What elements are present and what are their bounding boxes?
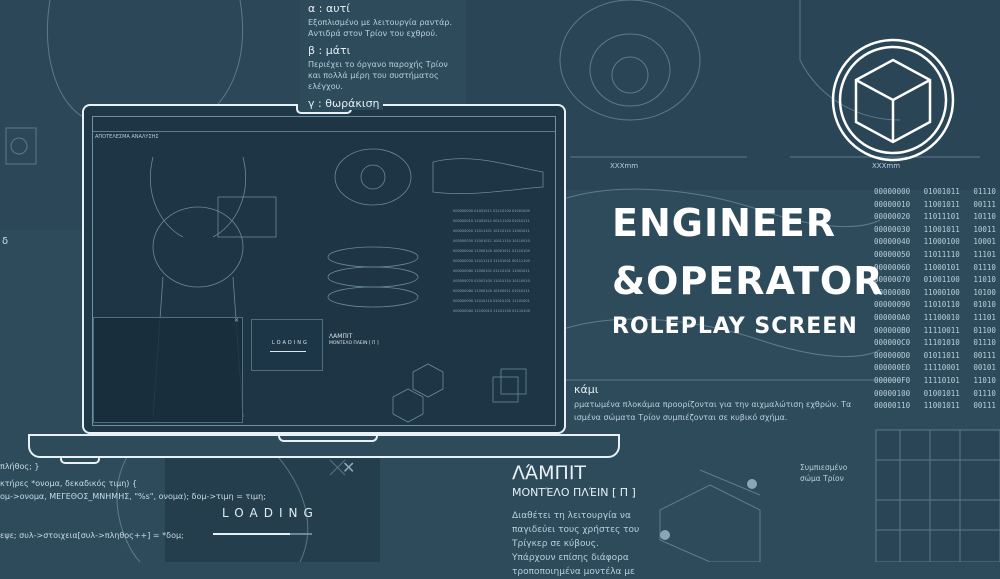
svg-text:000000020 11011101 10110110 11: 000000020 11011101 10110110 11001011 [453,229,530,233]
hex-row: 00000080 11000100 10100 [874,287,996,297]
close-icon[interactable]: ✕ [342,458,356,477]
screen-model-name: ΛΑΜΠΙΤ [329,333,353,340]
hero-line-operator: &OPERATOR [612,259,884,303]
laptop-screen: ΑΠΟΤΕΛΕΣΜΑ ΑΝΑΛΥΣΗΣ 000000000 01001011 0… [82,104,566,434]
hex-row: 00000100 01001011 01110 [874,388,996,398]
hero-title: ENGINEER &OPERATOR ROLEPLAY SCREEN [612,200,883,339]
screen-loading-label: LOADING [272,340,309,346]
code-line: κτήρες *ονομα, δεκαδικός τιμη) { [0,479,138,488]
note-line: Περιέχει το όργανο παροχής Τρίον [308,60,448,69]
model-subtitle: ΜΟΝΤΈΛΟ ΠΛΈΙΝ [ Π ] [512,486,636,499]
hex-row: 00000020 11011101 10110 [874,212,996,222]
hex-row: 000000E0 11110001 00101 [874,363,996,373]
loading-progress-bar [213,533,312,535]
code-line: ομ->ονομα, ΜΕΓΕΘΟΣ_ΜΝΗΜΗΣ, "%s", ονομα);… [0,492,266,501]
note-line: Συμπιεσμένο [800,463,848,472]
svg-text:000000070 01001100 11010110 10: 000000070 01001100 11010110 10110010 [453,279,530,283]
laptop-foot [60,456,100,464]
side-letter: δ [2,236,9,247]
tentacle-note: κάμι ρματωμένα πλοκάμια προορίζονται για… [574,383,851,424]
note-armor-title: γ : θωράκιση [308,97,383,110]
hex-row: 00000070 01001100 11010 [874,275,996,285]
code-line: πλήθος; } [0,462,40,471]
hex-row: 00000040 11000100 10001 [874,237,996,247]
hex-row: 000000F0 11110101 11010 [874,375,996,385]
svg-text:000000000 01001011 01110100 01: 000000000 01001011 01110100 01001000 [453,209,530,213]
note-line: Υπάρχουν επίσης διάφορα [512,553,629,563]
laptop-trackpad-notch [278,434,378,442]
close-icon[interactable]: ✕ [233,317,239,324]
hex-row: 000000B0 11110011 01100 [874,325,996,335]
note-line: σώμα Τρίον [800,474,844,483]
screen-code-window: ✕ [93,317,243,423]
note-eye-title: β : μάτι [308,44,351,57]
code-line: εψε; συλ->στοιχεια[συλ->πληθος++] = *δομ… [0,531,184,540]
screen-content: ΑΠΟΤΕΛΕΣΜΑ ΑΝΑΛΥΣΗΣ 000000000 01001011 0… [92,116,556,426]
note-line: και πολλά μέρη του συστήματος [308,71,439,80]
note-line: ρματωμένα πλοκάμια προορίζονται για την … [574,400,852,409]
svg-text:000000050 11011110 11101001 00: 000000050 11011110 11101001 00111100 [453,259,530,263]
hero-subtitle: ROLEPLAY SCREEN [612,314,858,339]
screen-model-sub: ΜΟΝΤΕΛΟ ΠΛΕΙΝ [ Π ] [329,341,379,346]
dimension-label-2: XXXmm [872,162,901,170]
model-info: ΛΆΜΠΙΤ ΜΟΝΤΈΛΟ ΠΛΈΙΝ [ Π ] Διαθέτει τη λ… [512,462,662,579]
note-line: Εξοπλισμένο με λειτουργία ραντάρ. [308,18,452,27]
grid-panel [876,430,1000,562]
svg-text:0000000A0 11100010 11101100 01: 0000000A0 11100010 11101100 01110100 [453,309,530,313]
note-line: τροποποιημένα μοντέλα με [512,567,635,577]
svg-text:000000080 11000100 10100011 01: 000000080 11000100 10100011 01010111 [453,289,530,293]
loading-panel-bg [165,455,380,562]
part-notes: α : αυτί Εξοπλισμένο με λειτουργία ραντά… [308,2,468,111]
hex-row: 00000060 11000101 01110 [874,262,996,272]
code-snippet: πλήθος; } κτήρες *ονομα, δεκαδικός τιμη)… [0,462,266,540]
svg-text:000000030 11001011 10011110 10: 000000030 11001011 10011110 10110010 [453,239,530,243]
note-line: ισμένα σώματα Τρίον συμπιέζονται σε κυβι… [574,413,788,422]
svg-text:000000010 11001011 00111100 01: 000000010 11001011 00111100 01010111 [453,219,530,223]
hex-row: 00000000 01001011 01110 [874,187,996,196]
laptop-base [28,434,620,458]
note-line: ελέγχου. [308,82,343,91]
cube-label: Συμπιεσμένο σώμα Τρίον [800,462,847,484]
model-name: ΛΆΜΠΙΤ [512,462,587,484]
logo-emblem [831,38,955,162]
note-line: Αντιδρά στον Τρίον του εχθρού. [308,29,438,38]
hex-row: 00000090 11010110 01010 [874,300,996,310]
hex-row: 00000110 11001011 00111 [874,401,996,411]
dimension-label: XXXmm [610,162,639,170]
hex-row: 00000010 11001011 00111 [874,199,996,209]
hex-row: 000000C0 11101010 01110 [874,338,996,348]
screen-loading-window: LOADING [251,319,323,371]
hero-line-engineer: ENGINEER [612,201,837,245]
screen-loading-bar [270,351,306,352]
screen-header: ΑΠΟΤΕΛΕΣΜΑ ΑΝΑΛΥΣΗΣ [95,134,159,140]
screen-blueprint: 000000000 01001011 01110100 01001000 000… [149,148,544,423]
hex-row: 000000D0 01011011 00111 [874,350,996,360]
note-eye-body: Περιέχει το όργανο παροχής Τρίον και πολ… [308,59,468,92]
hex-dump: 00000000 01001011 01110 00000010 11001011… [874,186,996,413]
note-ear-title: α : αυτί [308,2,350,15]
hex-row: 000000A0 11100010 11101 [874,312,996,322]
svg-text:000000060 11000101 01110101 11: 000000060 11000101 01110101 11001011 [453,269,530,273]
note-line: Τρίγκερ σε κύβους. [512,539,599,549]
tentacle-note-title: κάμι [574,383,599,396]
hex-row: 00000050 11011110 11101 [874,249,996,259]
svg-text:000000090 11010110 01010101 11: 000000090 11010110 01010101 11101001 [453,299,530,303]
note-line: παγιδεύει τους χρήστες του [512,525,640,535]
hex-row: 00000030 11001011 10011 [874,224,996,234]
loading-label: LOADING [222,506,319,520]
svg-text:000000040 11000100 10001011 01: 000000040 11000100 10001011 01110100 [453,249,530,253]
note-line: Διαθέτει τη λειτουργία να [512,511,631,521]
note-ear-body: Εξοπλισμένο με λειτουργία ραντάρ. Αντιδρ… [308,17,468,39]
loading-progress-fill [213,533,291,535]
